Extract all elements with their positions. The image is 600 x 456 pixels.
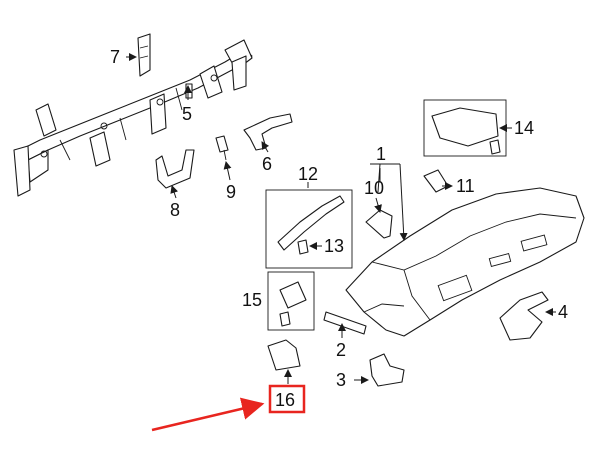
vent-11 bbox=[423, 169, 449, 193]
clip-15 bbox=[279, 311, 291, 327]
instrument-panel bbox=[345, 187, 585, 337]
bracket-6 bbox=[243, 113, 293, 151]
cover-10 bbox=[365, 209, 393, 239]
bracket-4 bbox=[499, 291, 549, 341]
bracket-8 bbox=[155, 149, 195, 189]
clip-13 bbox=[297, 239, 309, 255]
callout-13: 13 bbox=[324, 236, 344, 256]
callout-12: 12 bbox=[298, 164, 318, 184]
callout-6: 6 bbox=[262, 154, 272, 174]
cross-car-beam bbox=[13, 39, 253, 197]
callout-8: 8 bbox=[170, 200, 180, 220]
clip-9 bbox=[215, 135, 229, 161]
cover-16 bbox=[267, 339, 301, 371]
callout-15: 15 bbox=[242, 290, 262, 310]
panel-14 bbox=[431, 107, 499, 147]
callout-11: 11 bbox=[456, 176, 475, 196]
callout-5: 5 bbox=[182, 104, 192, 124]
callout-9: 9 bbox=[226, 182, 236, 202]
clip-14 bbox=[489, 139, 501, 155]
trim-strip-12 bbox=[277, 195, 345, 251]
leader-lines bbox=[126, 53, 556, 384]
callout-3: 3 bbox=[336, 370, 346, 390]
highlight-box-16 bbox=[268, 384, 306, 414]
callout-16: 16 bbox=[275, 390, 295, 410]
beam-stud-5 bbox=[185, 83, 193, 99]
bracket-15 bbox=[279, 281, 307, 309]
callout-4: 4 bbox=[558, 302, 568, 322]
highlight-arrow bbox=[151, 397, 265, 432]
bracket-3 bbox=[369, 353, 405, 387]
callout-1: 1 bbox=[376, 144, 386, 164]
callout-7: 7 bbox=[110, 47, 120, 67]
group-box-15 bbox=[267, 271, 315, 331]
bracket-7 bbox=[137, 33, 151, 77]
group-box-12 bbox=[265, 189, 353, 269]
callout-10: 10 bbox=[364, 178, 384, 198]
trim-2 bbox=[323, 311, 367, 335]
callout-2: 2 bbox=[336, 340, 346, 360]
callout-14: 14 bbox=[514, 118, 534, 138]
